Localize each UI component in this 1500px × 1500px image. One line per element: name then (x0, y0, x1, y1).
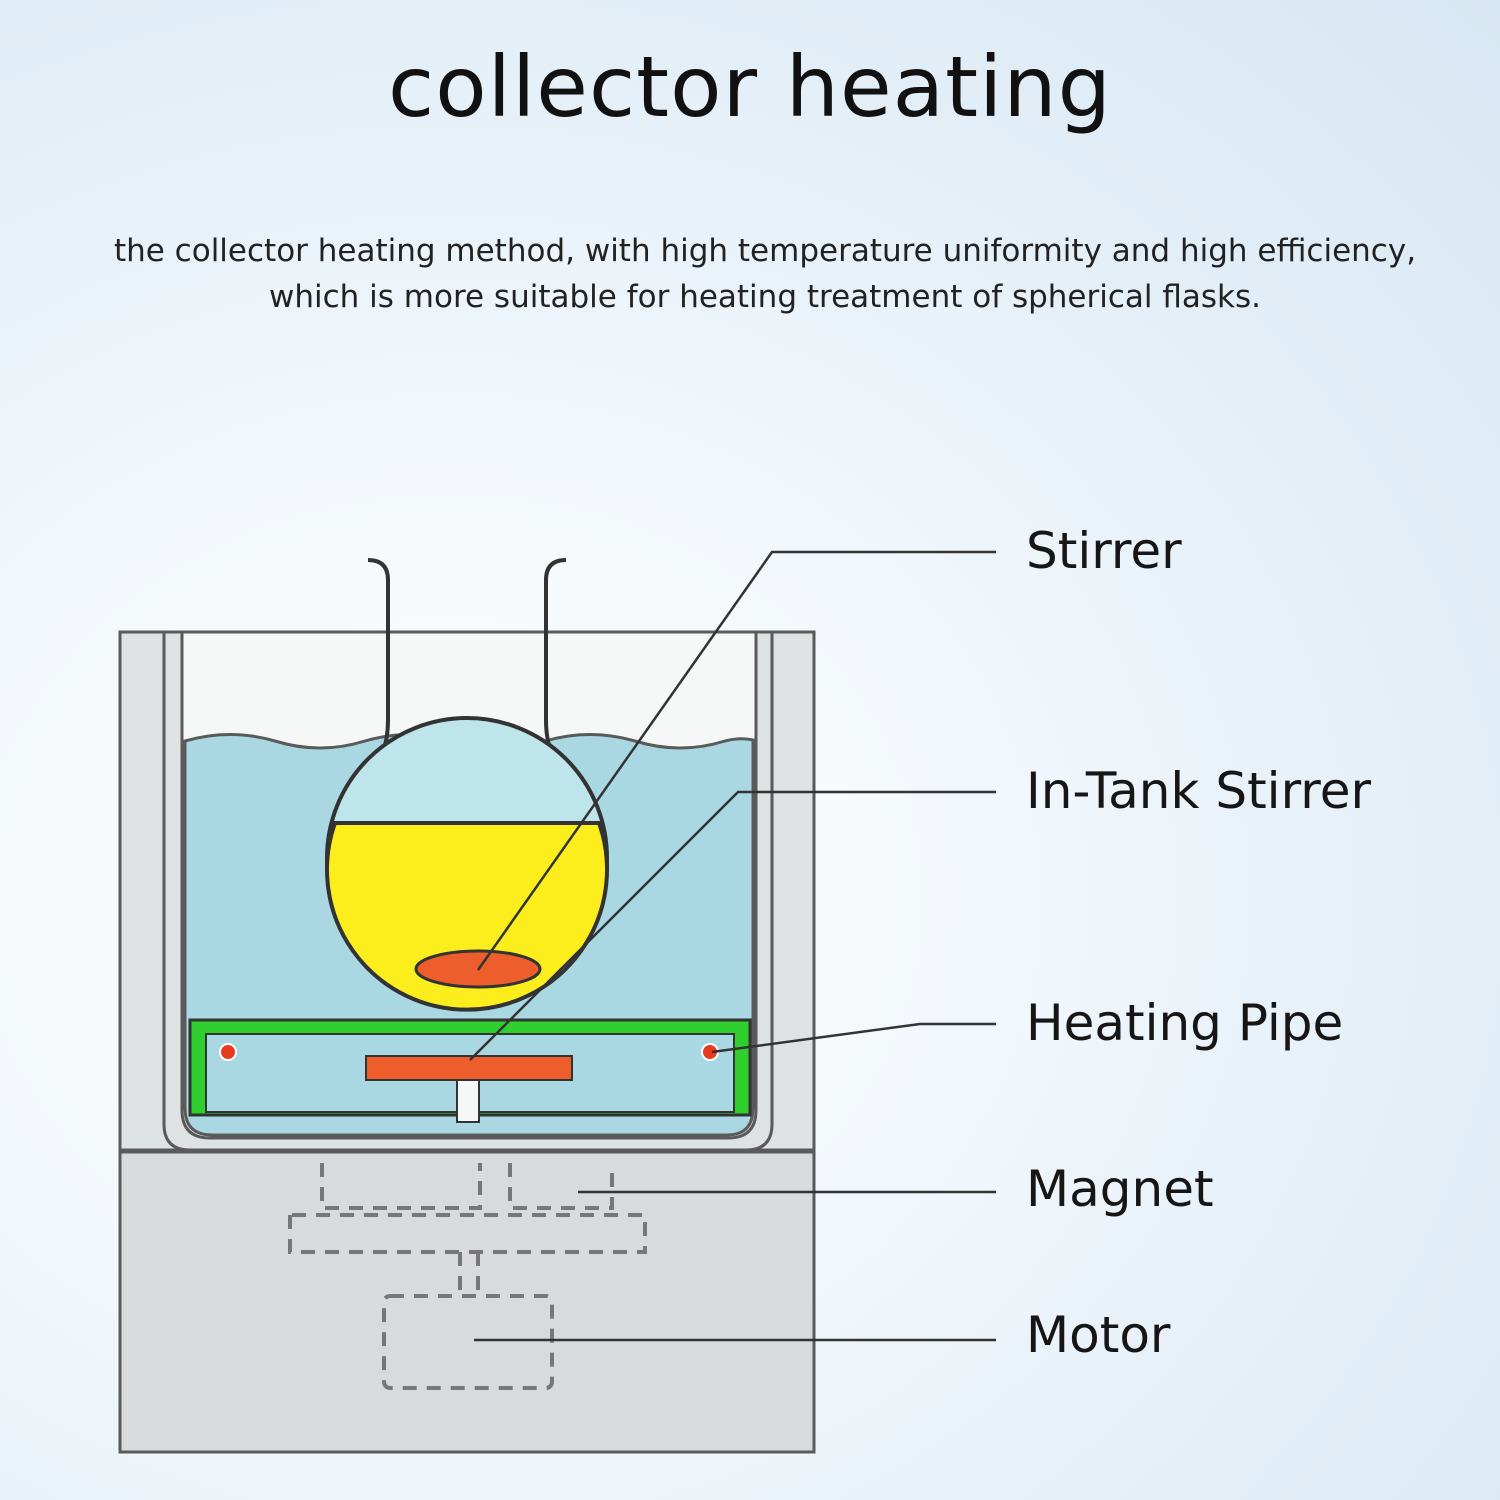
page-subtitle: the collector heating method, with high … (113, 233, 1417, 315)
heating-pipe-dot-left (219, 1043, 237, 1061)
label-stirrer: Stirrer (1026, 522, 1182, 580)
leader-heating-pipe (711, 1022, 996, 1054)
base-housing (118, 1150, 816, 1454)
label-motor: Motor (1026, 1306, 1171, 1364)
magnet-outline (288, 1163, 647, 1254)
page-title: collector heating (388, 38, 1112, 136)
leader-in-tank-stirrer (469, 790, 996, 1061)
motor-outline (382, 1252, 554, 1390)
label-magnet: Magnet (1026, 1160, 1214, 1218)
leader-stirrer (476, 550, 996, 971)
label-heating-pipe: Heating Pipe (1026, 994, 1344, 1052)
stir-shaft (456, 1079, 480, 1123)
tank-inner-wall (162, 632, 774, 1152)
tank-stir-bar (365, 1055, 573, 1081)
label-in-tank-stirrer: In-Tank Stirrer (1026, 762, 1372, 820)
